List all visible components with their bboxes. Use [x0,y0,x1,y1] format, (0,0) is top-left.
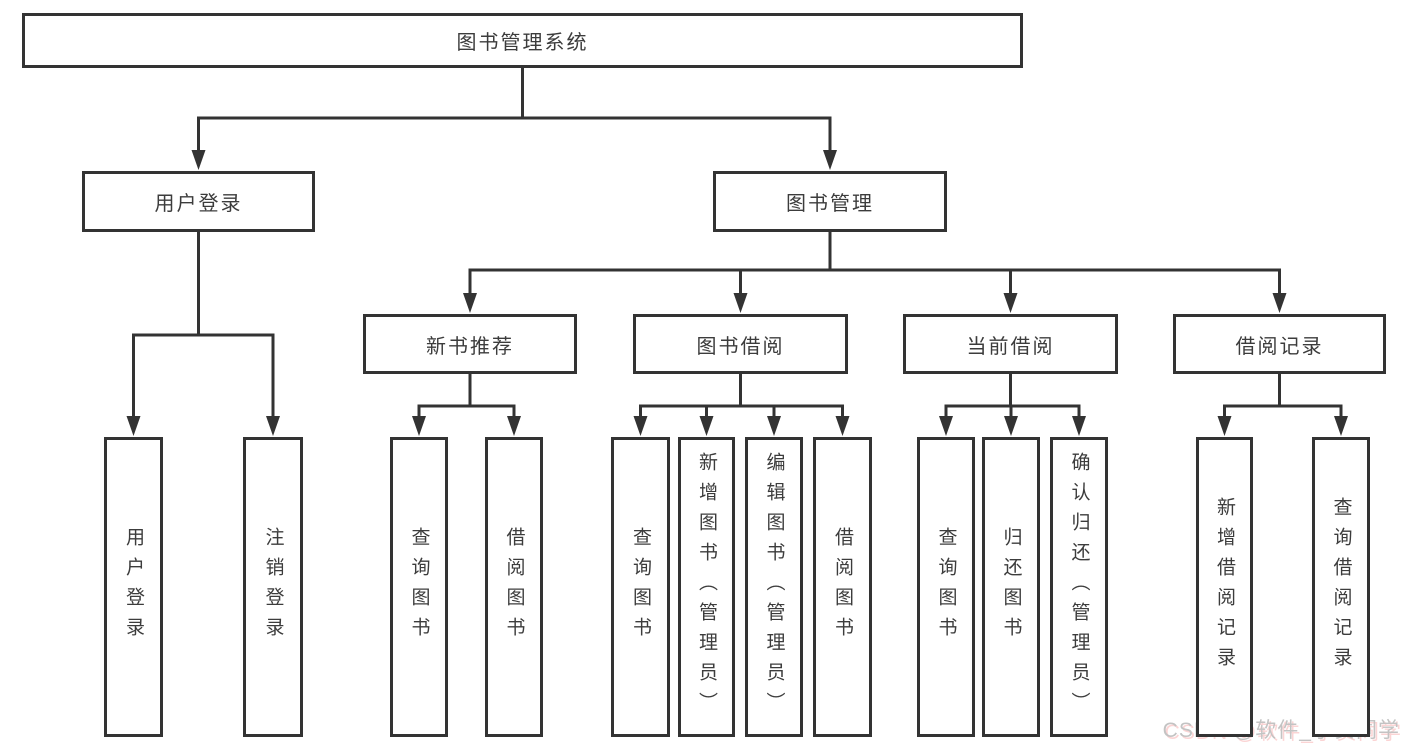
arrowhead-icon [412,416,426,436]
arrowhead-icon [463,293,477,313]
node-label: 查询借阅记录 [1330,497,1352,677]
node-label: 图书借阅 [696,335,785,358]
arrowhead-icon [1334,416,1348,436]
node-leaf-nb-query: 查询图书 [390,437,448,737]
arrowhead-icon [1003,293,1018,313]
node-borrow-record: 借阅记录 [1173,314,1386,374]
arrowhead-icon [126,416,141,436]
arrowhead-icon [767,416,781,436]
node-leaf-user-login: 用户登录 [104,437,163,737]
arrowhead-icon [835,416,850,436]
arrowhead-icon [733,293,748,313]
arrowhead-icon [191,150,206,170]
node-book-mgmt: 图书管理 [713,171,947,232]
node-label: 用户登录 [123,527,144,647]
arrowhead-icon [1004,416,1018,436]
node-new-book: 新书推荐 [363,314,577,374]
node-root: 图书管理系统 [22,13,1023,68]
arrowhead-icon [1272,293,1287,313]
node-leaf-br-add: 新增借阅记录 [1196,437,1253,737]
node-label: 查询图书 [408,527,430,647]
node-label: 用户登录 [154,193,243,215]
node-leaf-cb-query: 查询图书 [917,437,975,737]
node-user-login: 用户登录 [82,171,315,232]
node-label: 借阅记录 [1235,335,1324,358]
node-label: 当前借阅 [966,335,1055,358]
node-label: 新增借阅记录 [1214,497,1235,677]
node-leaf-bb-borrow: 借阅图书 [813,437,872,737]
node-label: 借阅图书 [832,527,853,647]
node-leaf-bb-add: 新增图书（管理员） [678,437,735,737]
node-label: 归还图书 [1000,527,1022,647]
arrowhead-icon [823,150,837,170]
node-label: 图书管理系统 [456,32,589,54]
node-label: 注销登录 [262,527,284,647]
arrowhead-icon [633,416,648,436]
node-leaf-cb-confirm: 确认归还（管理员） [1050,437,1108,737]
node-leaf-br-query: 查询借阅记录 [1312,437,1370,737]
arrowhead-icon [939,416,953,436]
arrowhead-icon [1072,416,1086,436]
node-label: 查询图书 [630,527,651,647]
node-leaf-cb-return: 归还图书 [982,437,1040,737]
node-current-borrow: 当前借阅 [903,314,1118,374]
node-label: 编辑图书（管理员） [763,452,785,722]
arrowhead-icon [1217,416,1232,436]
node-label: 确认归还（管理员） [1068,452,1090,722]
node-leaf-nb-borrow: 借阅图书 [485,437,543,737]
node-leaf-logout: 注销登录 [243,437,303,737]
node-book-borrow: 图书借阅 [633,314,848,374]
node-leaf-bb-query: 查询图书 [611,437,670,737]
arrowhead-icon [507,416,521,436]
arrowhead-icon [266,416,280,436]
node-label: 图书管理 [786,193,874,215]
node-label: 新书推荐 [426,335,514,358]
node-label: 借阅图书 [503,527,525,647]
node-label: 新增图书（管理员） [696,452,717,722]
node-leaf-bb-edit: 编辑图书（管理员） [745,437,803,737]
arrowhead-icon [699,416,714,436]
node-label: 查询图书 [935,527,957,647]
